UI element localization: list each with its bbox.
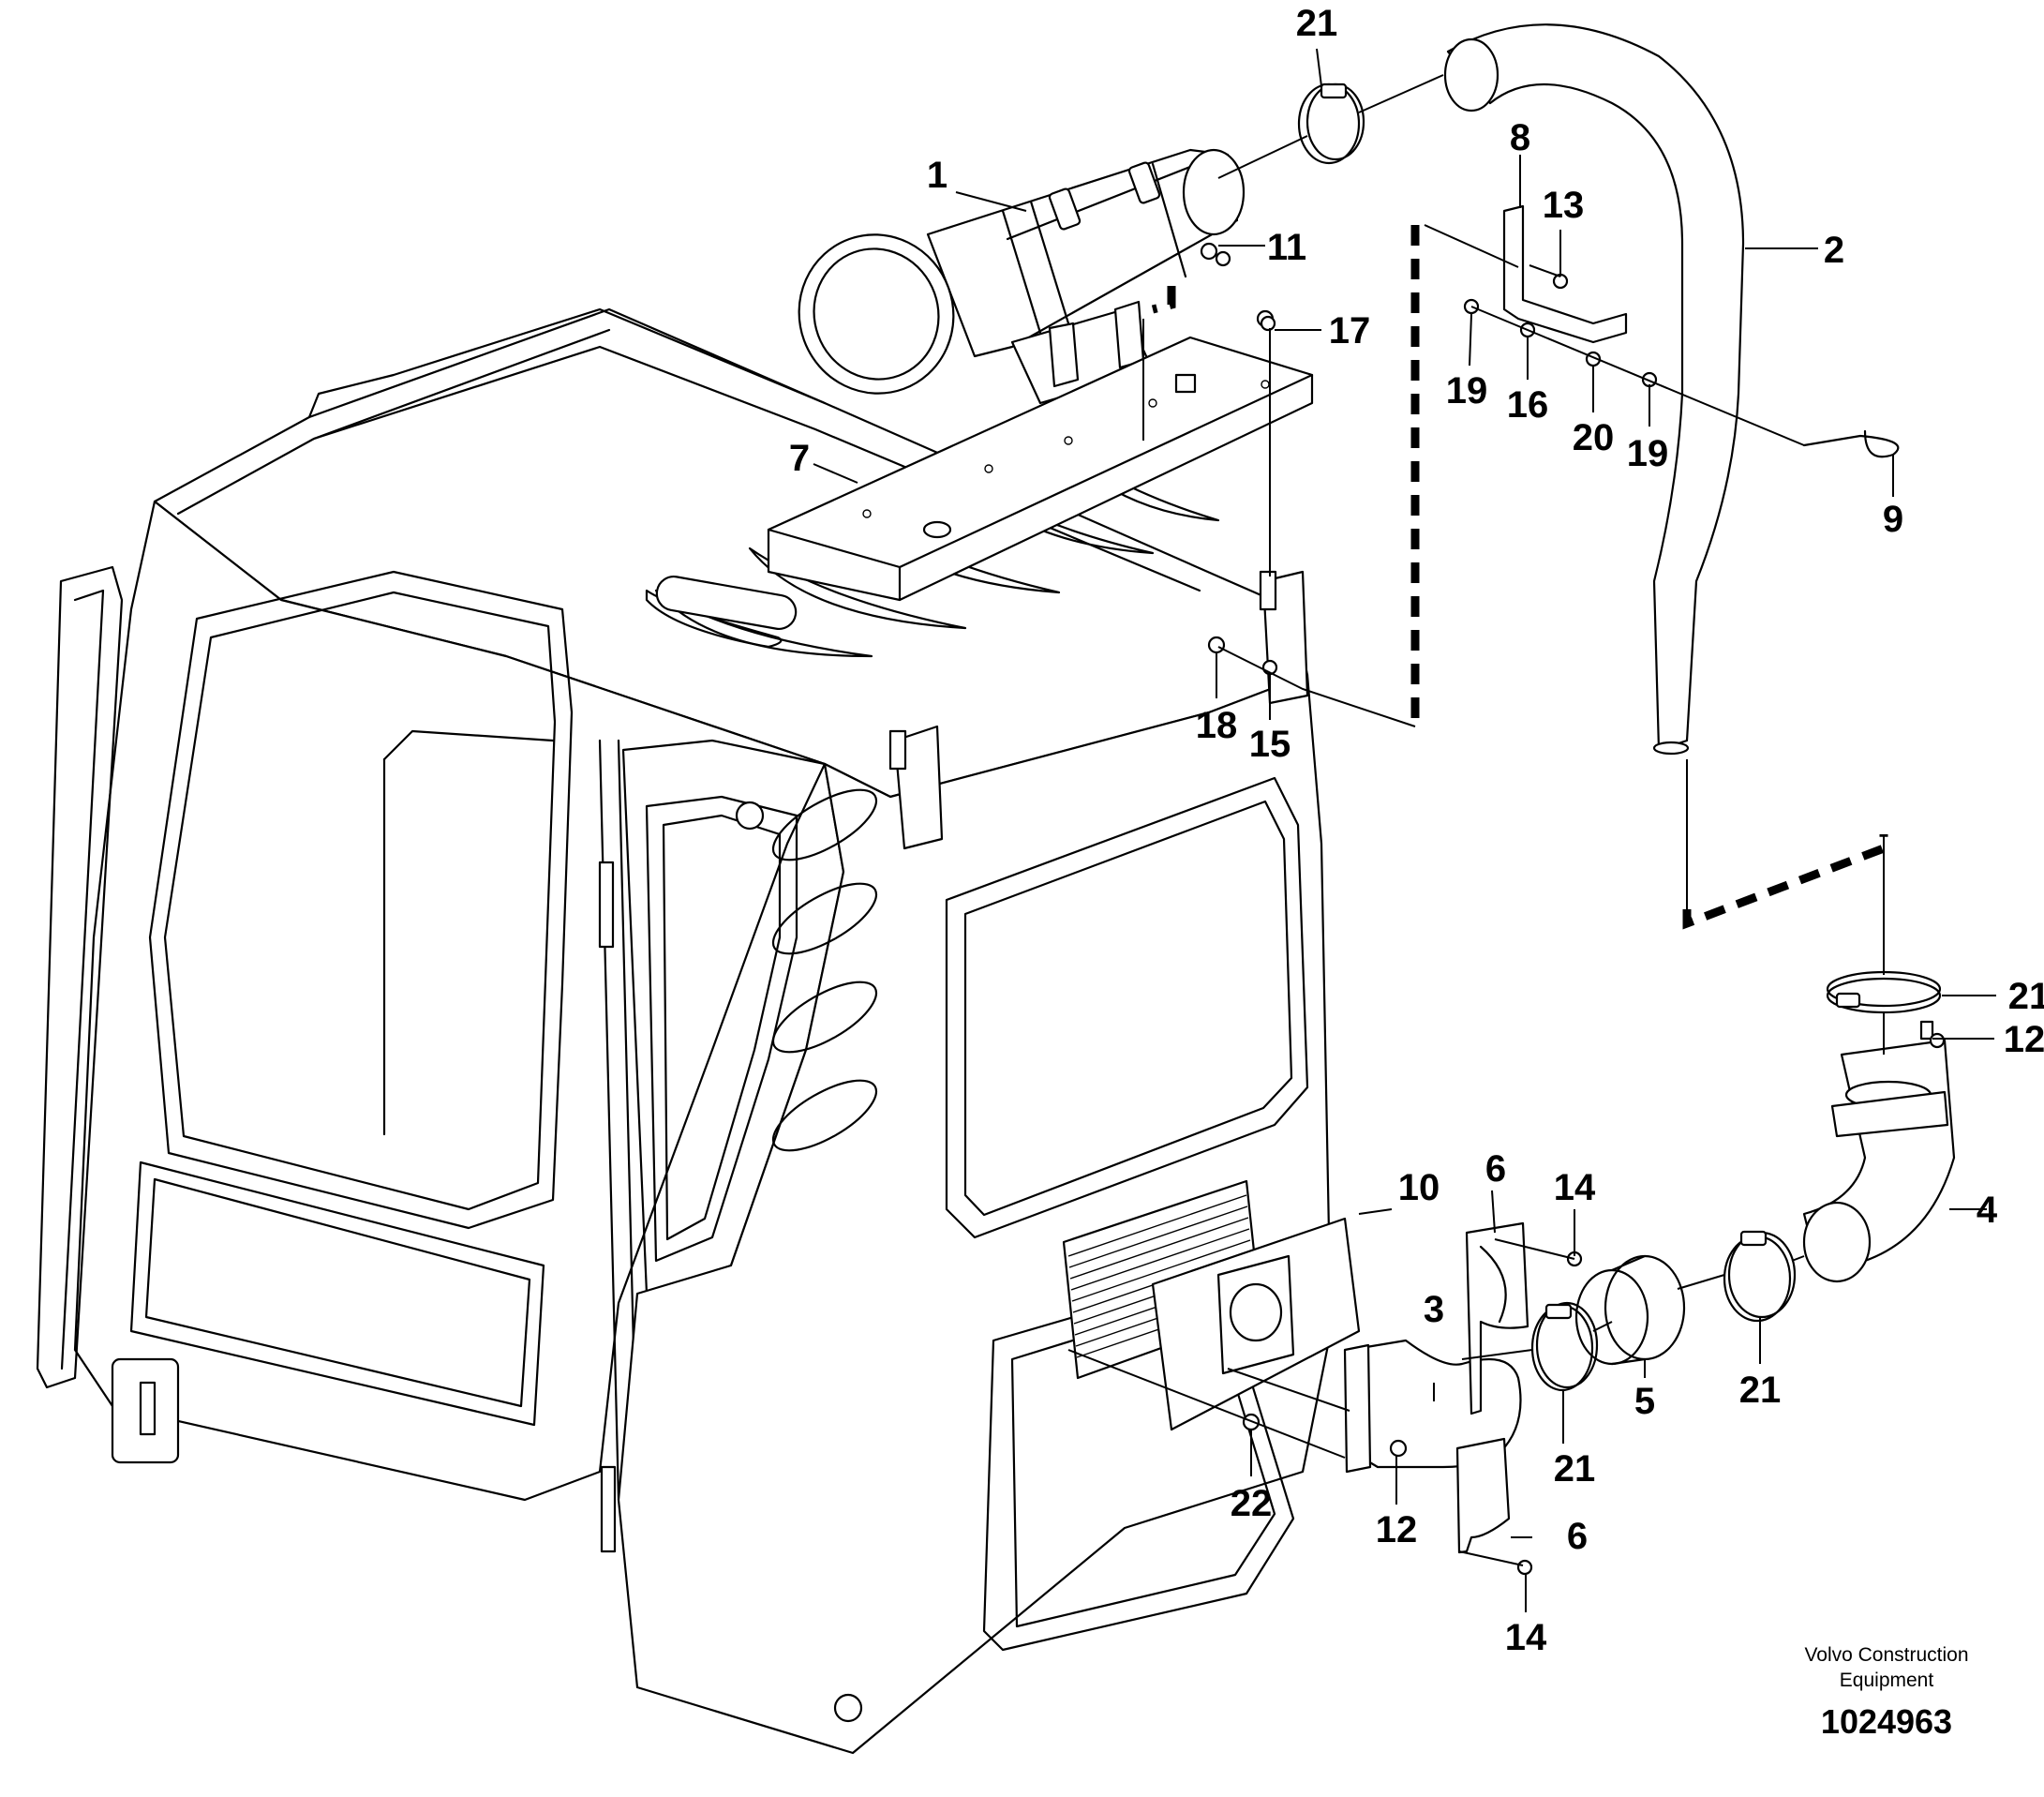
part-8-bracket (1502, 204, 1628, 344)
callout-22: 22 (1231, 1483, 1273, 1524)
callout-3: 3 (1424, 1289, 1444, 1330)
callout-6-upper: 6 (1485, 1148, 1506, 1190)
part-21-clamp-lower-right (1723, 1230, 1797, 1323)
credit-company-line2: Equipment (1839, 1670, 1934, 1691)
callout-17: 17 (1329, 310, 1371, 352)
part-6-cover-upper (1465, 1221, 1529, 1415)
callout-labels: 1 2 3 4 5 6 6 7 8 9 10 11 12 12 13 14 14… (789, 3, 2044, 1658)
callout-21-lower-left: 21 (1554, 1448, 1596, 1490)
callout-5: 5 (1634, 1381, 1655, 1422)
callout-21-lower-right: 21 (1739, 1370, 1782, 1411)
callout-18: 18 (1196, 705, 1238, 746)
part-1-air-filter (798, 148, 1246, 405)
callout-15: 15 (1249, 724, 1291, 765)
callout-4: 4 (1977, 1190, 1998, 1231)
part-21-clamp-right (1826, 970, 1942, 1014)
callout-16: 16 (1507, 384, 1549, 426)
part-9-hook (1802, 429, 1900, 458)
callout-20: 20 (1573, 417, 1615, 458)
callout-14-lower: 14 (1505, 1617, 1547, 1658)
fasteners-lower (1215, 250, 1946, 1576)
credit-block: Volvo Construction Equipment 1024963 (1774, 1642, 1999, 1742)
callout-1: 1 (927, 155, 947, 196)
part-4-elbow (1802, 1020, 1956, 1283)
cab-body (36, 307, 1333, 1755)
hidden-connection-dashes (1151, 225, 1888, 930)
part-21-clamp-top (1297, 82, 1365, 165)
callout-2: 2 (1824, 230, 1844, 271)
callout-12-lower: 12 (1376, 1509, 1418, 1550)
callout-21-top: 21 (1296, 3, 1338, 44)
callout-10: 10 (1398, 1167, 1440, 1208)
part-5-adapter (1574, 1254, 1686, 1366)
credit-company-line1: Volvo Construction (1804, 1644, 1969, 1666)
callout-12-right: 12 (2004, 1019, 2044, 1060)
callout-7: 7 (789, 438, 810, 479)
callout-13: 13 (1543, 185, 1585, 226)
callout-9: 9 (1883, 499, 1903, 540)
callout-6-lower: 6 (1567, 1516, 1588, 1557)
callout-14-upper: 14 (1554, 1167, 1596, 1208)
part-2-intake-hose (1443, 23, 1745, 756)
part-21-clamp-lower-left (1530, 1301, 1599, 1392)
drawing-number: 1024963 (1820, 1702, 1953, 1741)
part-10-mounting-plate (1151, 1217, 1361, 1431)
callout-21-right: 21 (2008, 976, 2044, 1017)
callout-8: 8 (1510, 117, 1530, 158)
leader-lines (813, 48, 1996, 1612)
callout-19-left: 19 (1446, 370, 1488, 412)
callout-11: 11 (1267, 227, 1306, 268)
part-7-bracket-plate (767, 336, 1314, 602)
part-6-cover-lower (1455, 1437, 1511, 1554)
callout-19-right: 19 (1627, 433, 1669, 474)
assembly-lines (1067, 74, 1885, 1566)
